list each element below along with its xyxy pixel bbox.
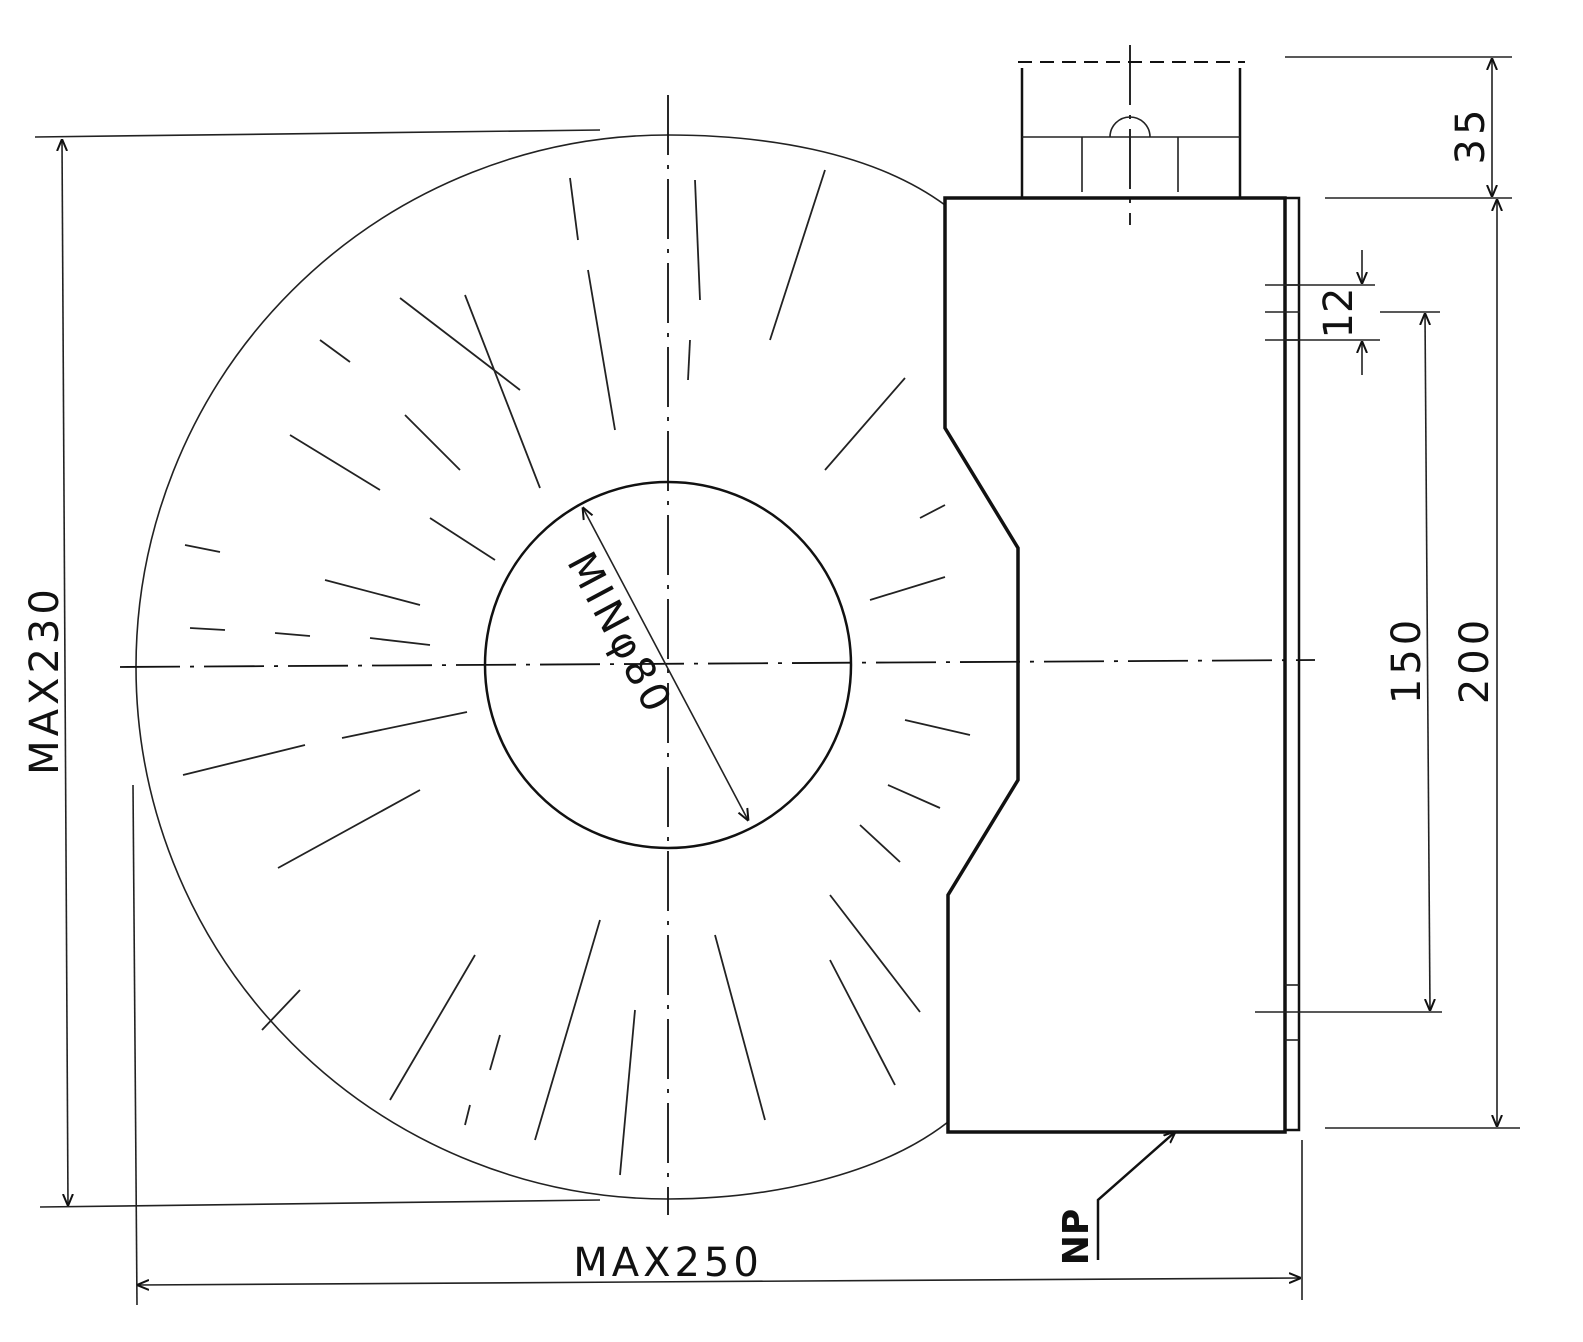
horizontal-centerline (119, 659, 1316, 668)
max230-label: MAX230 (22, 585, 68, 775)
dim-35-label: 35 (1448, 106, 1494, 165)
bore-diameter-arrow (583, 508, 748, 820)
housing-body (943, 196, 1287, 1134)
flange-strip (1283, 196, 1301, 1132)
width-dimension-line (138, 1278, 1300, 1285)
min-phi80-label: MINφ80 (558, 545, 682, 723)
hole-spacing-dimension-line (1425, 314, 1430, 1010)
max250-label: MAX250 (573, 1240, 763, 1286)
height-dimension-line (62, 140, 68, 1205)
radial-hatching (182, 169, 971, 1176)
top-terminal-box (1018, 61, 1245, 198)
dim-150-label: 150 (1384, 616, 1430, 704)
dim-12-label: 12 (1316, 288, 1362, 339)
dim-200-label: 200 (1452, 616, 1498, 704)
np-label: NP (1056, 1209, 1097, 1266)
np-leader-arrow (1096, 1132, 1175, 1260)
